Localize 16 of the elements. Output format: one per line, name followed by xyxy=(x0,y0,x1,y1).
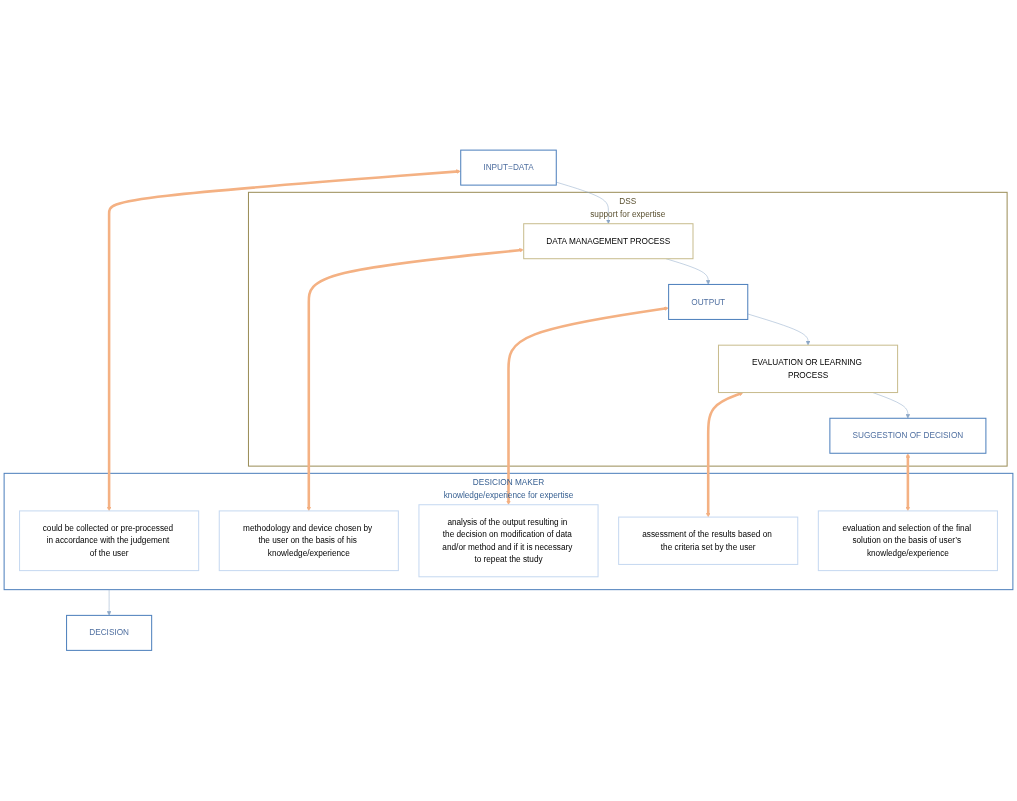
node-box: evaluation and selection of the final solution on the basis of user’s knowledge/experience xyxy=(817,510,998,572)
node-box: analysis of the output resulting in the decision on modification of data and/or method and if it is necessary to repeat the study xyxy=(418,504,599,578)
node-box: OUTPUT xyxy=(668,284,749,321)
arrow xyxy=(705,392,744,518)
arrow xyxy=(106,169,461,512)
node-box: assessment of the results based on the criteria set by the user xyxy=(618,516,799,566)
node-box: INPUT=DATA xyxy=(460,149,557,186)
node-box: could be collected or pre-processed in accordance with the judgement of the user xyxy=(19,510,200,572)
node-box: SUGGESTION OF DECISION xyxy=(829,418,987,455)
node-box: EVALUATION OR LEARNING PROCESS xyxy=(717,344,899,394)
node-box: DATA MANAGEMENT PROCESS xyxy=(523,223,694,260)
arrow xyxy=(306,248,524,512)
arrow xyxy=(506,306,669,506)
node-box: methodology and device chosen by the user on the basis of his knowledge/experience xyxy=(218,510,399,572)
arrow xyxy=(905,453,911,512)
node-box: DECISION xyxy=(66,615,153,652)
